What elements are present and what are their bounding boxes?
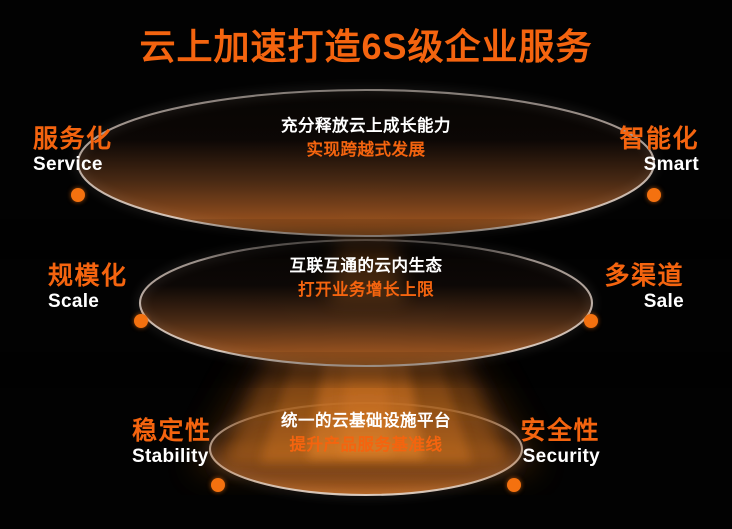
node-label-stability-cn: 稳定性 — [132, 417, 212, 445]
node-label-security: 安全性 Security — [520, 417, 600, 467]
node-label-stability: 稳定性 Stability — [132, 417, 212, 467]
node-dot-sale[interactable] — [584, 314, 598, 328]
node-dot-service[interactable] — [71, 188, 85, 202]
ring-middle-caption-main: 互联互通的云内生态 — [289, 257, 443, 275]
node-label-security-en: Security — [522, 446, 600, 467]
node-label-service-en: Service — [33, 154, 103, 175]
node-label-smart-cn: 智能化 — [619, 125, 699, 153]
node-dot-security[interactable] — [507, 478, 521, 492]
node-label-sale-en: Sale — [643, 291, 684, 312]
ring-top-caption-sub: 实现跨越式发展 — [306, 141, 426, 160]
ring-top-caption: 充分释放云上成长能力 实现跨越式发展 — [226, 116, 506, 161]
ring-top — [75, 87, 657, 239]
ring-middle-caption-sub: 打开业务增长上限 — [298, 281, 434, 300]
node-label-scale-en: Scale — [48, 291, 100, 312]
node-label-smart-en: Smart — [643, 154, 699, 175]
ring-top-caption-main: 充分释放云上成长能力 — [281, 117, 451, 135]
node-label-smart: 智能化 Smart — [619, 125, 699, 175]
node-label-scale-cn: 规模化 — [48, 262, 128, 290]
ring-middle-caption: 互联互通的云内生态 打开业务增长上限 — [226, 256, 506, 301]
node-label-security-cn: 安全性 — [520, 417, 600, 445]
page-title: 云上加速打造6S级企业服务 — [139, 26, 593, 67]
node-label-scale: 规模化 Scale — [48, 262, 128, 312]
node-dot-stability[interactable] — [211, 478, 225, 492]
node-dot-smart[interactable] — [647, 188, 661, 202]
node-label-stability-en: Stability — [132, 446, 209, 467]
ring-bottom-caption-main: 统一的云基础设施平台 — [281, 412, 451, 430]
node-label-service-cn: 服务化 — [33, 125, 113, 153]
node-dot-scale[interactable] — [134, 314, 148, 328]
node-label-sale-cn: 多渠道 — [604, 262, 684, 290]
node-label-service: 服务化 Service — [33, 125, 113, 175]
node-label-sale: 多渠道 Sale — [604, 262, 684, 312]
ring-bottom-caption: 统一的云基础设施平台 提升产品服务基准线 — [226, 411, 506, 456]
ring-bottom-caption-sub: 提升产品服务基准线 — [289, 436, 443, 455]
